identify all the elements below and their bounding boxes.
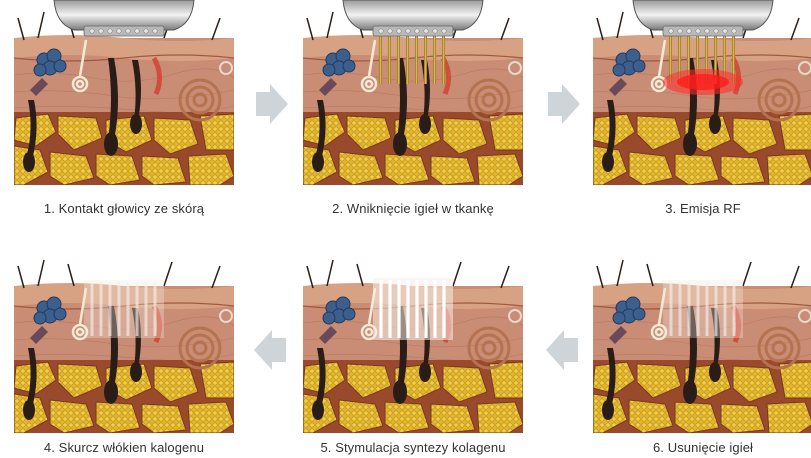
arrow-left-icon xyxy=(546,330,580,370)
step-6-panel xyxy=(593,248,811,433)
step-6-label: 6. Usunięcie igieł xyxy=(578,440,811,455)
step-3-panel xyxy=(593,0,811,185)
step-4-panel xyxy=(14,248,234,433)
device-head xyxy=(633,0,773,36)
step-1-label: 1. Kontakt głowicy ze skórą xyxy=(0,201,249,216)
step-4-label: 4. Skurcz włókien kalogenu xyxy=(0,440,249,455)
device-head xyxy=(343,0,483,36)
step-2-illustration xyxy=(303,0,523,185)
step-5-panel xyxy=(303,248,523,433)
step-2-label: 2. Wniknięcie igieł w tkankę xyxy=(288,201,538,216)
arrow-right-icon xyxy=(254,84,288,124)
step-6-illustration xyxy=(593,248,811,433)
step-4-illustration xyxy=(14,248,234,433)
rf-glow xyxy=(663,69,743,95)
step-5-illustration xyxy=(303,248,523,433)
step-1-panel xyxy=(14,0,234,185)
step-3-illustration xyxy=(593,0,811,185)
arrow-left-icon xyxy=(254,330,288,370)
step-3-label: 3. Emisja RF xyxy=(578,201,811,216)
arrow-right-icon xyxy=(546,84,580,124)
device-head xyxy=(54,0,194,36)
step-2-panel xyxy=(303,0,523,185)
step-1-illustration xyxy=(14,0,234,185)
step-5-label: 5. Stymulacja syntezy kolagenu xyxy=(288,440,538,455)
